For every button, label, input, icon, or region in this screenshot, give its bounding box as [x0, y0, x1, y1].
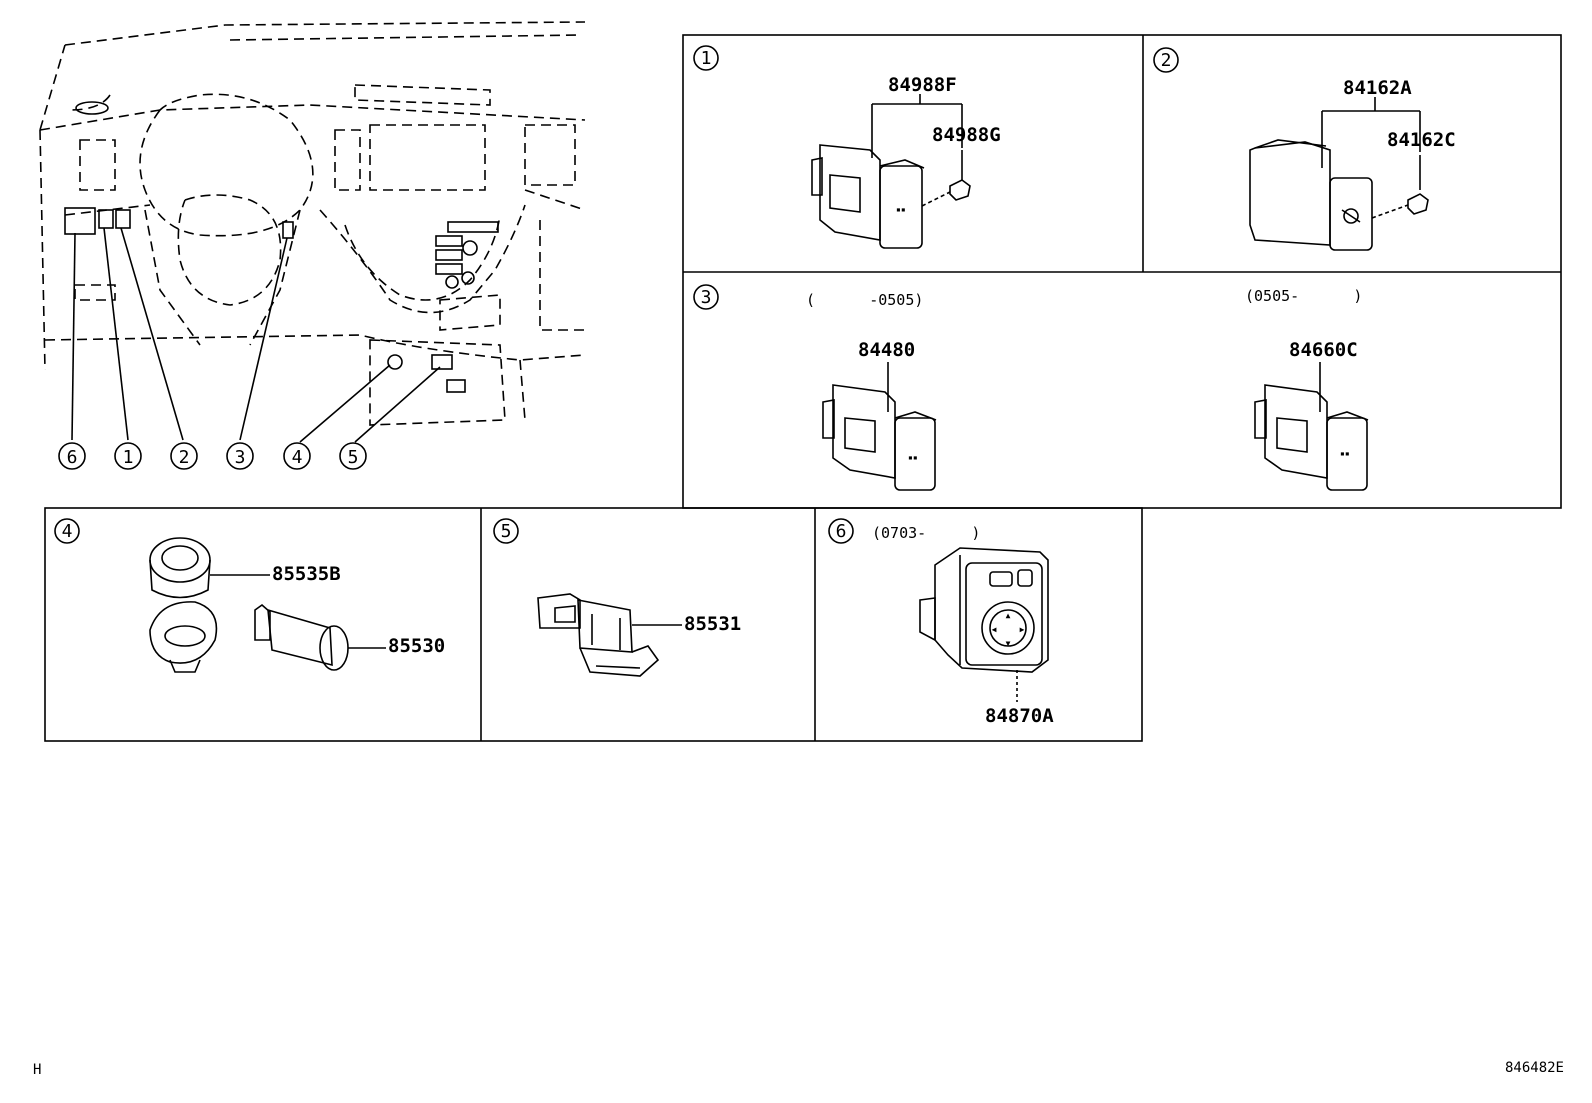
panel-2-number: 2: [1161, 50, 1172, 71]
panel-3: 3 ( -0505) (0505- ) 84480 84660C ▪▪ ▪▪: [693, 284, 1369, 491]
switch-84660C-drawing: ▪▪: [1254, 384, 1369, 491]
callout-label: 5: [348, 447, 359, 468]
callout-3-circle: [226, 442, 254, 470]
callout-5-circle: [339, 442, 367, 470]
switch-84988F-drawing: ▪▪: [811, 144, 971, 249]
callout-label: 3: [235, 447, 246, 468]
switch-84162A-drawing: [1249, 139, 1429, 251]
callout-label: 4: [292, 447, 303, 468]
panel-2: 2 84162A 84162C: [1153, 47, 1456, 251]
svg-text:▪▪: ▪▪: [908, 453, 918, 462]
part-number-84162A: 84162A: [1343, 77, 1412, 99]
part-number-84988F: 84988F: [888, 74, 957, 96]
part-number-84162C: 84162C: [1387, 129, 1456, 151]
panel-1: 1 84988F 84988G ▪▪: [693, 45, 1001, 249]
dashboard-solid-details: [64, 101, 499, 393]
svg-text:▼: ▼: [1006, 639, 1011, 648]
panel-3-number: 3: [701, 287, 712, 308]
callout-label: 1: [123, 447, 134, 468]
part-number-85535B: 85535B: [272, 563, 341, 585]
svg-text:▲: ▲: [1006, 611, 1011, 620]
callout-1-circle: [114, 442, 142, 470]
diagram-reference-code: 846482E: [1504, 1060, 1564, 1076]
overview-callouts: [58, 442, 367, 470]
footer-left-code: H: [33, 1062, 42, 1078]
part-number-84988G: 84988G: [932, 124, 1001, 146]
range-before-0505: ( -0505): [806, 291, 923, 309]
lower-frame: [44, 507, 1143, 742]
part-number-85531: 85531: [684, 613, 741, 635]
lighter-85530-drawing: [254, 603, 386, 671]
part-number-84660C: 84660C: [1289, 339, 1358, 361]
callout-4-circle: [283, 442, 311, 470]
range-from-0703: (0703- ): [872, 524, 980, 542]
panel-6: 6 (0703- ) 84870A ▲ ▼ ◀ ▶: [828, 518, 1054, 727]
svg-text:▪▪: ▪▪: [896, 205, 906, 214]
callout-6-circle: [58, 442, 86, 470]
panel-5-number: 5: [501, 521, 512, 542]
panel-5: 5 85531: [493, 518, 741, 677]
panel-4-number: 4: [62, 521, 73, 542]
panel-4: 4 85535B 85530: [54, 518, 445, 673]
part-number-84870A: 84870A: [985, 705, 1054, 727]
svg-text:▶: ▶: [1020, 625, 1025, 634]
range-from-0505: (0505- ): [1245, 287, 1362, 305]
socket-85535B-drawing: [149, 537, 270, 673]
socket-85531-drawing: [537, 593, 682, 677]
callout-label: 6: [67, 447, 78, 468]
callout-label: 2: [179, 447, 190, 468]
callout-2-circle: [170, 442, 198, 470]
dashboard-overview: [39, 21, 586, 426]
part-number-84480: 84480: [858, 339, 915, 361]
part-number-85530: 85530: [388, 635, 445, 657]
panel-6-number: 6: [836, 521, 847, 542]
svg-text:◀: ◀: [992, 625, 997, 634]
svg-text:▪▪: ▪▪: [1340, 449, 1350, 458]
panel-1-number: 1: [701, 48, 712, 69]
mirror-switch-84870A-drawing: ▲ ▼ ◀ ▶: [919, 547, 1049, 673]
overview-leaders: [71, 227, 441, 443]
switch-84480-drawing: ▪▪: [822, 384, 937, 491]
panel-frames: [44, 34, 1562, 742]
